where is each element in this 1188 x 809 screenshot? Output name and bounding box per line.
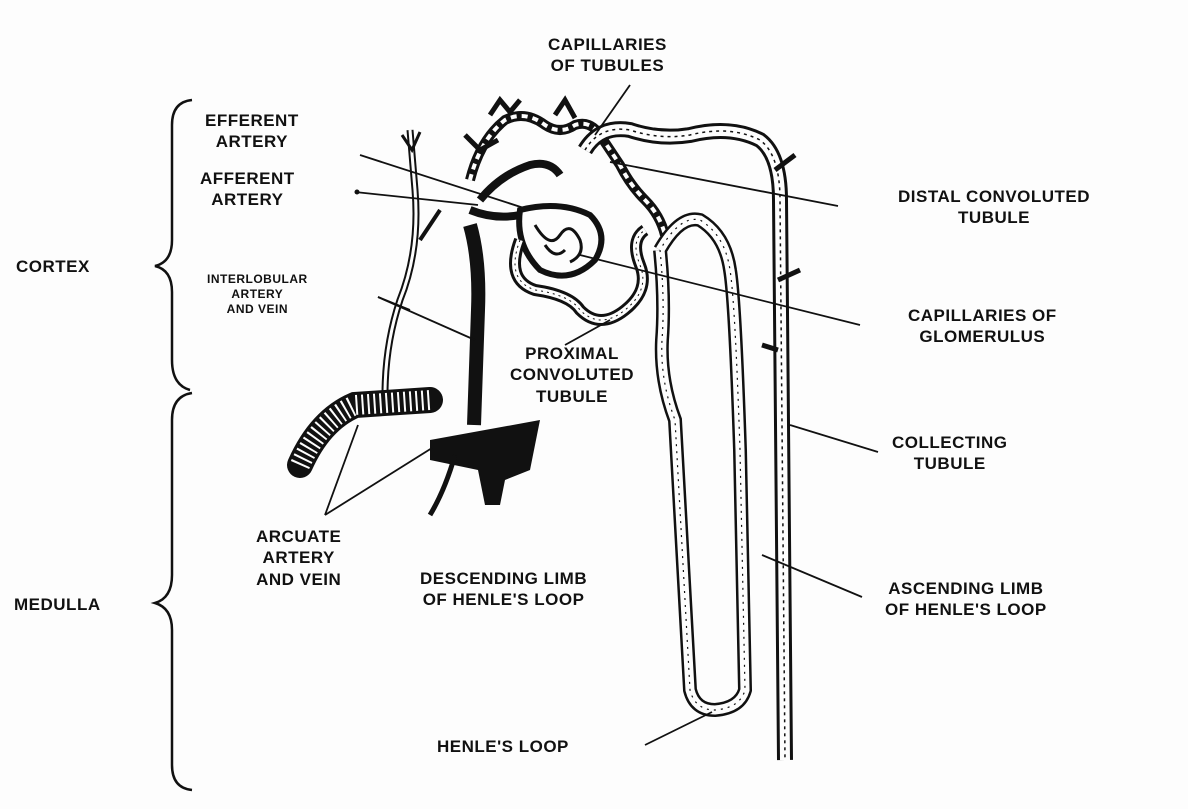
leader-arcuate-b	[325, 448, 432, 515]
label-descending-limb: DESCENDING LIMB OF HENLE'S LOOP	[420, 568, 587, 611]
label-interlobular-artery-and-vein: INTERLOBULAR ARTERY AND VEIN	[207, 272, 308, 317]
label-medulla: MEDULLA	[14, 594, 101, 615]
medulla-brace	[155, 393, 192, 790]
label-collecting-tubule: COLLECTING TUBULE	[892, 432, 1008, 475]
glomerulus	[519, 206, 601, 276]
leader-henle	[645, 712, 712, 745]
label-capillaries-of-glomerulus: CAPILLARIES OF GLOMERULUS	[908, 305, 1057, 348]
label-afferent-artery: AFFERENT ARTERY	[200, 168, 295, 211]
cortex-brace	[155, 100, 192, 390]
label-henles-loop: HENLE'S LOOP	[437, 736, 569, 757]
label-distal-convoluted-tubule: DISTAL CONVOLUTED TUBULE	[898, 186, 1090, 229]
arcuate-vein-dark	[430, 420, 540, 505]
leader-lines	[325, 85, 878, 745]
label-cortex: CORTEX	[16, 256, 90, 277]
label-ascending-limb: ASCENDING LIMB OF HENLE'S LOOP	[885, 578, 1047, 621]
label-arcuate-artery-and-vein: ARCUATE ARTERY AND VEIN	[256, 526, 341, 590]
leader-proximal	[565, 320, 610, 345]
label-proximal-convoluted-tubule: PROXIMAL CONVOLUTED TUBULE	[510, 343, 634, 407]
vein-trunk	[470, 225, 478, 425]
leader-collecting	[790, 425, 878, 452]
label-efferent-artery: EFFERENT ARTERY	[205, 110, 299, 153]
label-capillaries-of-tubules: CAPILLARIES OF TUBULES	[548, 34, 667, 77]
